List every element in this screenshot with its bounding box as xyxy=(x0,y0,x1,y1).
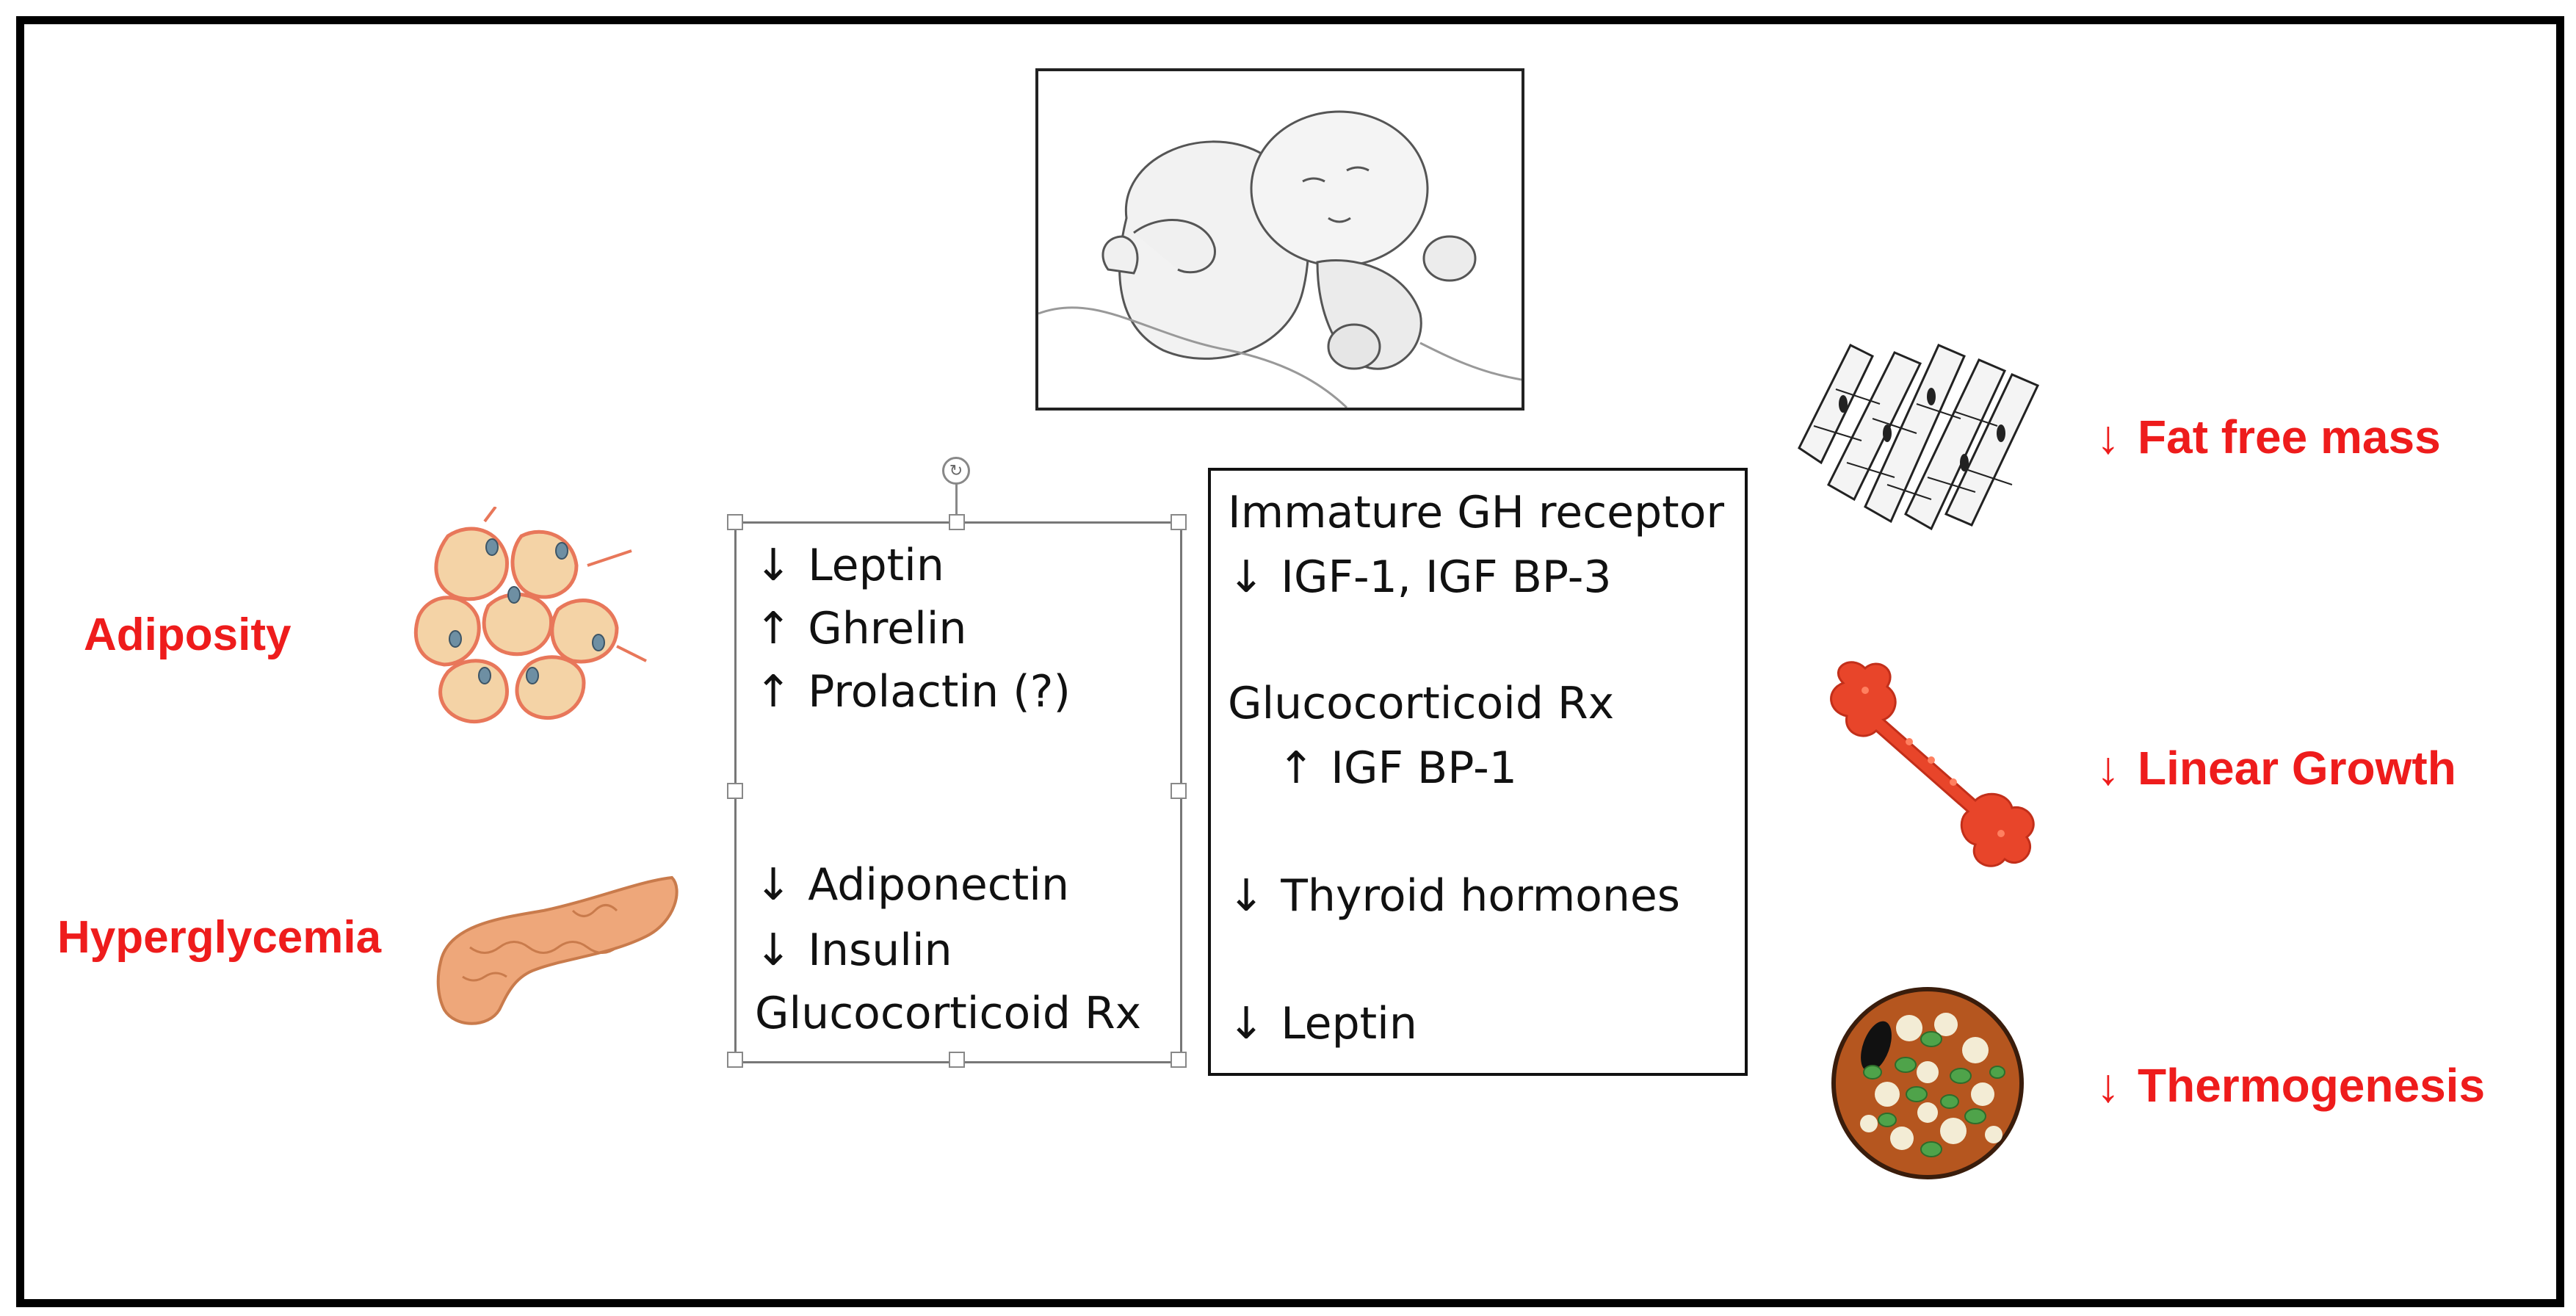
box1-line-prolactin: ↑Prolactin (?) xyxy=(755,666,1071,717)
bone-icon xyxy=(1830,661,2035,867)
fat-cells-icon xyxy=(413,507,647,724)
box2-line-igfbp1: ↑IGF BP-1 xyxy=(1278,742,1517,794)
resize-handle[interactable] xyxy=(1171,783,1187,799)
box1-line-glucocorticoid: Glucocorticoid Rx xyxy=(755,988,1142,1039)
box1-line-adiponectin: ↓Adiponectin xyxy=(755,859,1069,911)
outcome-linear-growth: ↓Linear Growth xyxy=(2096,742,2456,795)
adiposity-label: Adiposity xyxy=(84,610,292,660)
infant-image-frame xyxy=(1035,68,1524,411)
hyperglycemia-label: Hyperglycemia xyxy=(57,912,382,963)
resize-handle[interactable] xyxy=(949,1052,965,1068)
box2-line-gh-receptor: Immature GH receptor xyxy=(1228,487,1725,538)
box2-line-leptin: ↓Leptin xyxy=(1228,998,1417,1049)
infant-illustration-icon xyxy=(1038,110,1522,409)
box1-line-leptin: ↓Leptin xyxy=(755,540,944,591)
muscle-fibers-icon xyxy=(1798,343,2040,531)
rotate-handle-icon[interactable]: ↻ xyxy=(942,457,970,485)
hormone-box-growth xyxy=(1208,468,1748,1076)
box1-line-insulin: ↓Insulin xyxy=(755,925,952,976)
resize-handle[interactable] xyxy=(949,514,965,530)
rotate-handle-stem xyxy=(955,481,958,516)
box2-line-glucocorticoid: Glucocorticoid Rx xyxy=(1228,678,1615,729)
resize-handle[interactable] xyxy=(727,783,743,799)
brown-adipocyte-icon xyxy=(1831,987,2024,1179)
resize-handle[interactable] xyxy=(1171,1052,1187,1068)
pancreas-icon xyxy=(436,875,679,1025)
resize-handle[interactable] xyxy=(727,514,743,530)
box2-line-igf1: ↓IGF-1, IGF BP-3 xyxy=(1228,552,1612,603)
resize-handle[interactable] xyxy=(1171,514,1187,530)
resize-handle[interactable] xyxy=(727,1052,743,1068)
box1-line-ghrelin: ↑Ghrelin xyxy=(755,603,967,654)
outcome-fat-free-mass: ↓Fat free mass xyxy=(2096,411,2441,463)
outcome-thermogenesis: ↓Thermogenesis xyxy=(2096,1059,2486,1112)
box2-line-thyroid: ↓Thyroid hormones xyxy=(1228,870,1681,922)
